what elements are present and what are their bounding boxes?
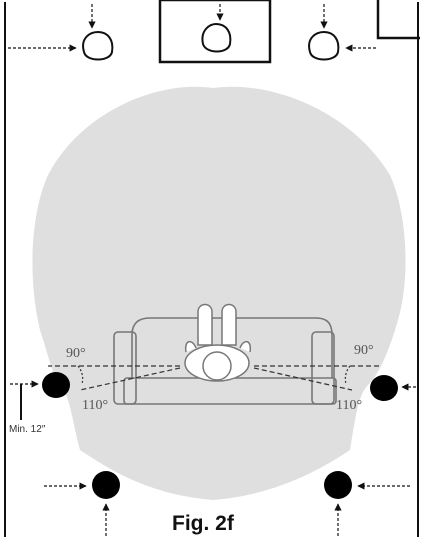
rear-right-speaker-icon — [324, 471, 352, 499]
front-right-speaker-icon — [308, 30, 340, 61]
surround-left-speaker-icon — [42, 372, 70, 398]
rear-left-speaker-icon — [92, 471, 120, 499]
angle-right-upper: 90° — [354, 343, 374, 358]
angle-left-upper: 90° — [66, 346, 86, 361]
min-distance-label: Min. 12″ — [9, 424, 46, 435]
listener-figure — [184, 303, 252, 382]
surround-right-speaker-icon — [370, 375, 398, 401]
angle-right-lower: 110° — [336, 398, 362, 413]
figure-caption: Fig. 2f — [172, 512, 235, 535]
listening-coverage-area — [32, 86, 406, 500]
surround-arrows — [10, 380, 416, 391]
front-speaker-arrows — [8, 4, 376, 52]
angle-guides — [48, 365, 380, 391]
corner-cabinet — [376, 0, 420, 40]
room-walls — [4, 2, 419, 537]
center-speaker-icon — [201, 22, 232, 53]
rear-speaker-arrows — [44, 482, 410, 536]
front-left-speaker-icon — [82, 30, 114, 61]
angle-left-lower: 110° — [82, 398, 108, 413]
